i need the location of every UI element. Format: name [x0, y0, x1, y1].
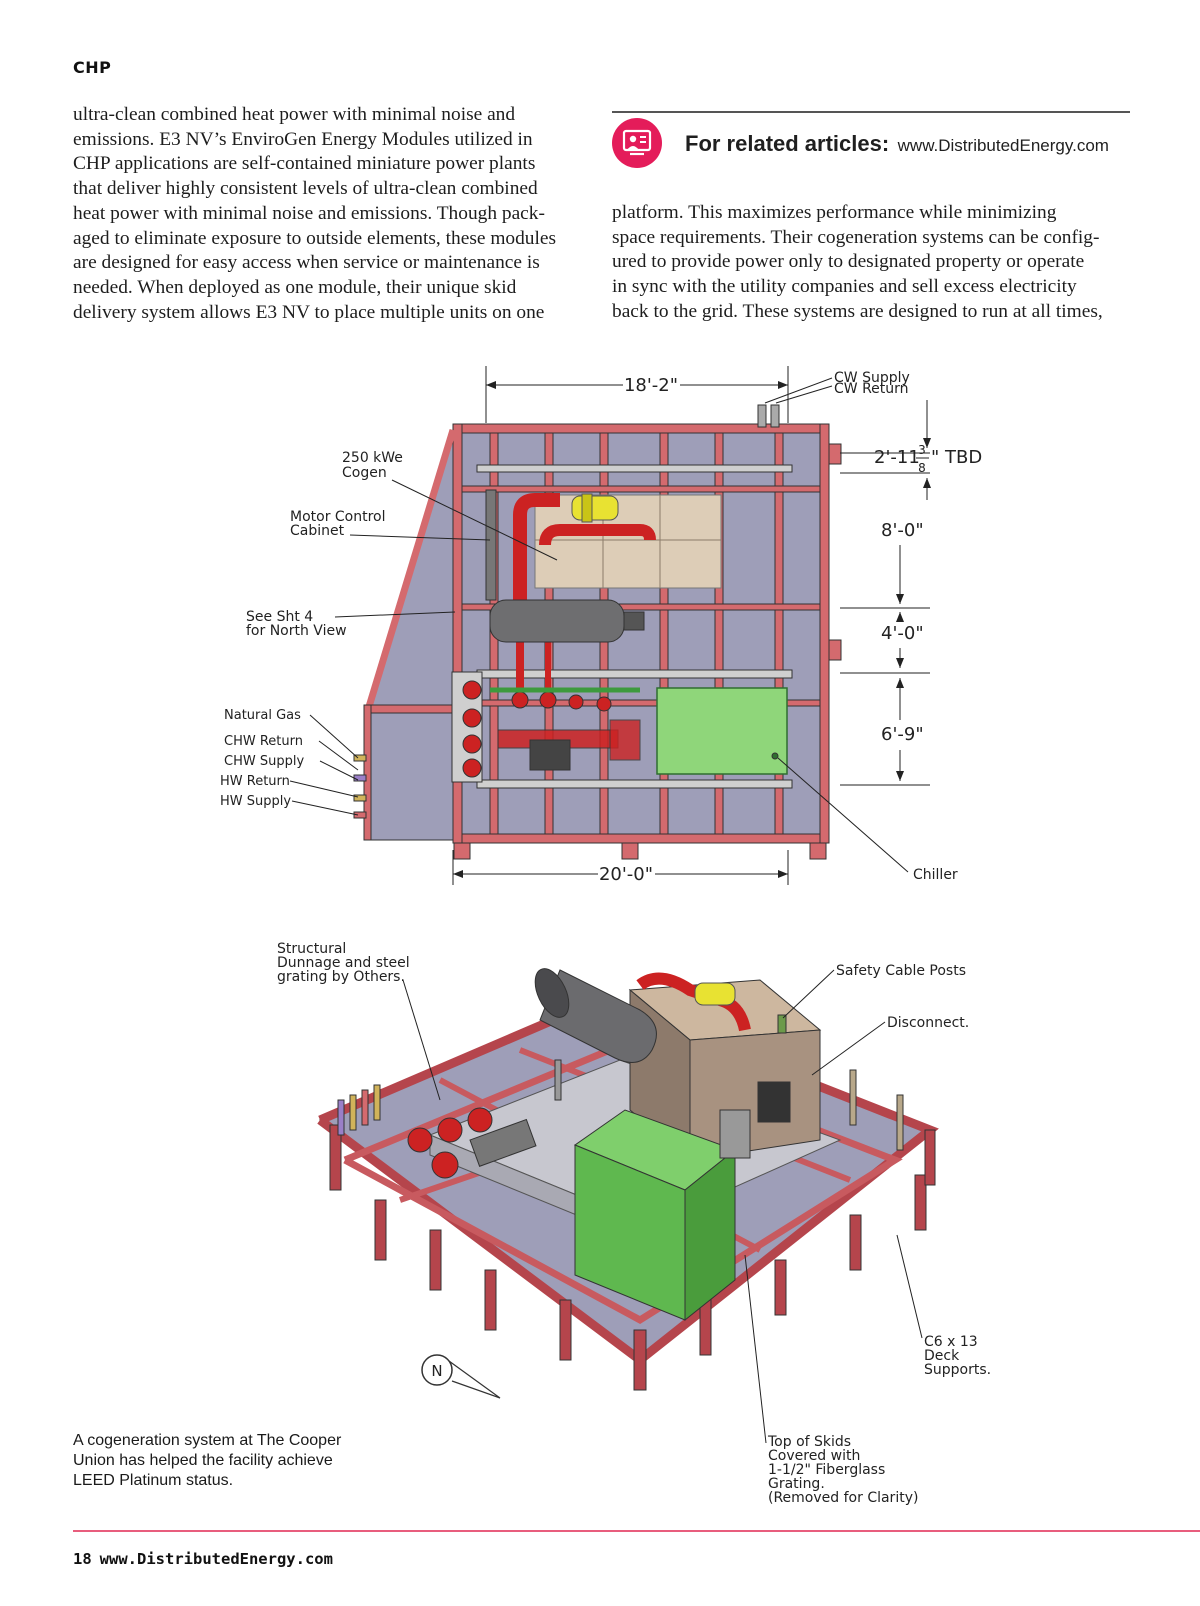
article-line: aged to eliminate exposure to outside el…	[73, 227, 557, 249]
footer-site[interactable]: www.DistributedEnergy.com	[99, 1550, 333, 1568]
article-line: space requirements. Their cogeneration s…	[612, 226, 1100, 248]
hw-return-label: HW Return	[220, 774, 290, 789]
cogen-label-2: Cogen	[342, 465, 387, 481]
article-line: CHP applications are self-contained mini…	[73, 153, 536, 175]
page-footer: 18 www.DistributedEnergy.com	[73, 1550, 333, 1568]
top-skids-label-4: Grating.	[768, 1476, 825, 1492]
plan-arrowheads	[453, 381, 931, 878]
article-line: ured to provide power only to designated…	[612, 251, 1085, 273]
top-skids-label-1: Top of Skids	[767, 1434, 851, 1450]
section-label: CHP	[73, 58, 112, 77]
deck-label-1: C6 x 13	[924, 1334, 978, 1350]
related-title: For related articles:	[685, 131, 890, 156]
dim-bottom-width: 20'-0"	[599, 864, 653, 885]
iso-labels: Structural Dunnage and steel grating by …	[277, 941, 991, 1506]
see-sheet-label-2: for North View	[246, 623, 347, 639]
structural-label-3: grating by Others.	[277, 969, 405, 985]
deck-label-3: Supports.	[924, 1362, 991, 1378]
mcc-label-2: Cabinet	[290, 523, 345, 539]
see-sheet-label-1: See Sht 4	[246, 609, 313, 625]
cw-supply-label: CW Supply	[834, 370, 910, 386]
north-arrow: N	[421, 1354, 501, 1399]
dim-tbd-numerator: 3	[918, 443, 926, 457]
structural-label-2: Dunnage and steel	[277, 955, 410, 971]
presenter-icon	[622, 129, 652, 156]
plan-view	[353, 404, 842, 860]
related-badge[interactable]	[612, 118, 662, 168]
top-skids-label-2: Covered with	[768, 1448, 860, 1464]
article-line: heat power with minimal noise and emissi…	[73, 202, 545, 224]
article-column-left: ultra-clean combined heat power with min…	[73, 103, 578, 325]
article-line: that deliver highly consistent levels of…	[73, 178, 538, 200]
iso-leaders	[402, 969, 923, 1444]
article-line: needed. When deployed as one module, the…	[73, 276, 517, 298]
deck-label-2: Deck	[924, 1348, 960, 1364]
structural-label-1: Structural	[277, 941, 346, 957]
chiller-label: Chiller	[913, 867, 958, 883]
cw-return-label: CW Return	[834, 381, 909, 397]
figure-caption: A cogeneration system at The Cooper Unio…	[73, 1432, 342, 1489]
north-label: N	[431, 1362, 442, 1380]
top-skids-label-5: (Removed for Clarity)	[768, 1490, 918, 1506]
dim-tbd-denominator: 8	[918, 461, 926, 475]
cogeneration-drawing: 18'-2" 20'-0" CW Supply CW Return 2'-11 …	[220, 366, 991, 1506]
natural-gas-label: Natural Gas	[224, 708, 301, 723]
footer-rule	[73, 1530, 1200, 1532]
article-line: in sync with the utility companies and s…	[612, 276, 1077, 298]
article-column-right: platform. This maximizes performance whi…	[612, 201, 1132, 325]
article-line: emissions. E3 NV’s EnviroGen Energy Modu…	[73, 128, 533, 150]
isometric-view	[317, 968, 939, 1391]
dim-4ft: 4'-0"	[881, 623, 924, 644]
top-skids-label-3: 1-1/2" Fiberglass	[768, 1462, 885, 1478]
article-line: are designed for easy access when servic…	[73, 252, 540, 274]
article-line: back to the grid. These systems are desi…	[612, 300, 1103, 322]
plan-dimensions	[289, 366, 930, 885]
dim-top-width: 18'-2"	[624, 375, 678, 396]
dim-tbd-suffix: " TBD	[931, 447, 982, 468]
related-articles: For related articles: www.DistributedEne…	[685, 131, 1109, 157]
cogen-label-1: 250 kWe	[342, 450, 403, 466]
safety-posts-label: Safety Cable Posts	[836, 963, 966, 979]
chw-supply-label: CHW Supply	[224, 754, 304, 769]
disconnect-label: Disconnect.	[887, 1015, 969, 1031]
dim-6ft: 6'-9"	[881, 724, 924, 745]
article-line: ultra-clean combined heat power with min…	[73, 104, 516, 125]
mcc-label-1: Motor Control	[290, 509, 386, 525]
hw-supply-label: HW Supply	[220, 794, 291, 809]
page-number: 18	[73, 1550, 92, 1568]
dim-8ft: 8'-0"	[881, 520, 924, 541]
article-line: delivery system allows E3 NV to place mu…	[73, 301, 545, 323]
chw-return-label: CHW Return	[224, 734, 303, 749]
article-line: platform. This maximizes performance whi…	[612, 202, 1057, 223]
related-divider	[612, 111, 1130, 113]
plan-labels: 18'-2" 20'-0" CW Supply CW Return 2'-11 …	[220, 370, 982, 885]
dim-tbd-whole: 2'-11	[874, 447, 920, 468]
related-link[interactable]: www.DistributedEnergy.com	[897, 136, 1109, 155]
